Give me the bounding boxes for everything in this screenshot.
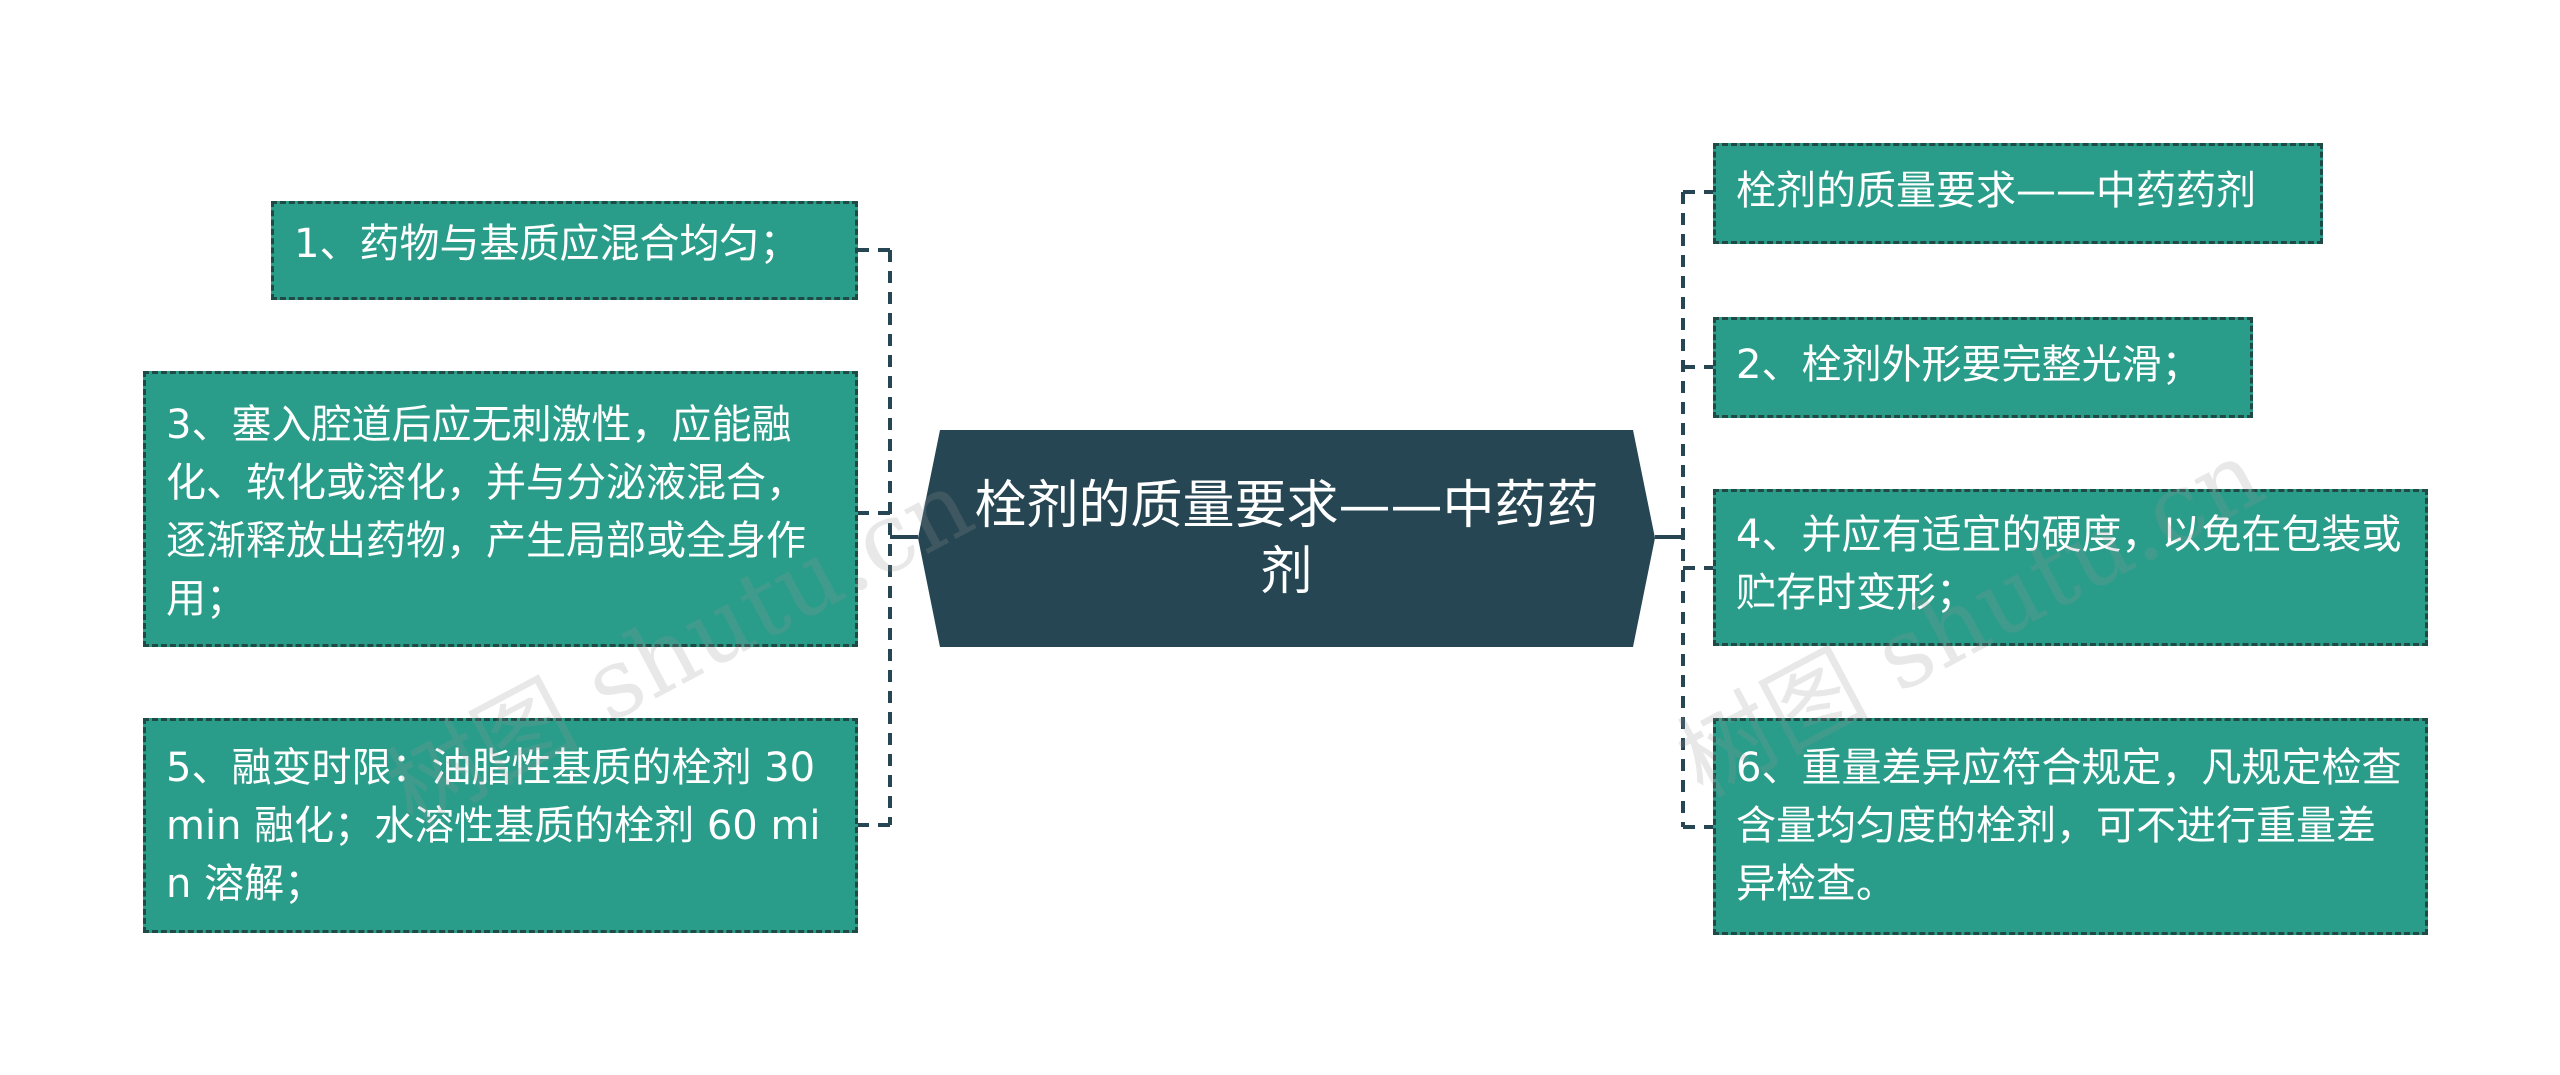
left-topic-1[interactable]: 1、药物与基质应混合均匀； xyxy=(271,201,858,300)
right-topic-title[interactable]: 栓剂的质量要求——中药药剂 xyxy=(1713,143,2323,244)
right-topic-4[interactable]: 4、并应有适宜的硬度，以免在包装或贮存时变形； xyxy=(1713,489,2428,646)
right-topic-6[interactable]: 6、重量差异应符合规定，凡规定检查含量均匀度的栓剂，可不进行重量差异检查。 xyxy=(1713,718,2428,935)
left-topic-5[interactable]: 5、融变时限：油脂性基质的栓剂 30min 融化；水溶性基质的栓剂 60 min… xyxy=(143,718,858,933)
central-topic-label: 栓剂的质量要求——中药药剂 xyxy=(974,475,1599,602)
right-topic-2[interactable]: 2、栓剂外形要完整光滑； xyxy=(1713,317,2253,418)
left-topic-3[interactable]: 3、塞入腔道后应无刺激性，应能融化、软化或溶化，并与分泌液混合，逐渐释放出药物，… xyxy=(143,371,858,647)
central-topic[interactable]: 栓剂的质量要求——中药药剂 xyxy=(918,430,1655,647)
central-topic-shape xyxy=(918,430,1655,647)
